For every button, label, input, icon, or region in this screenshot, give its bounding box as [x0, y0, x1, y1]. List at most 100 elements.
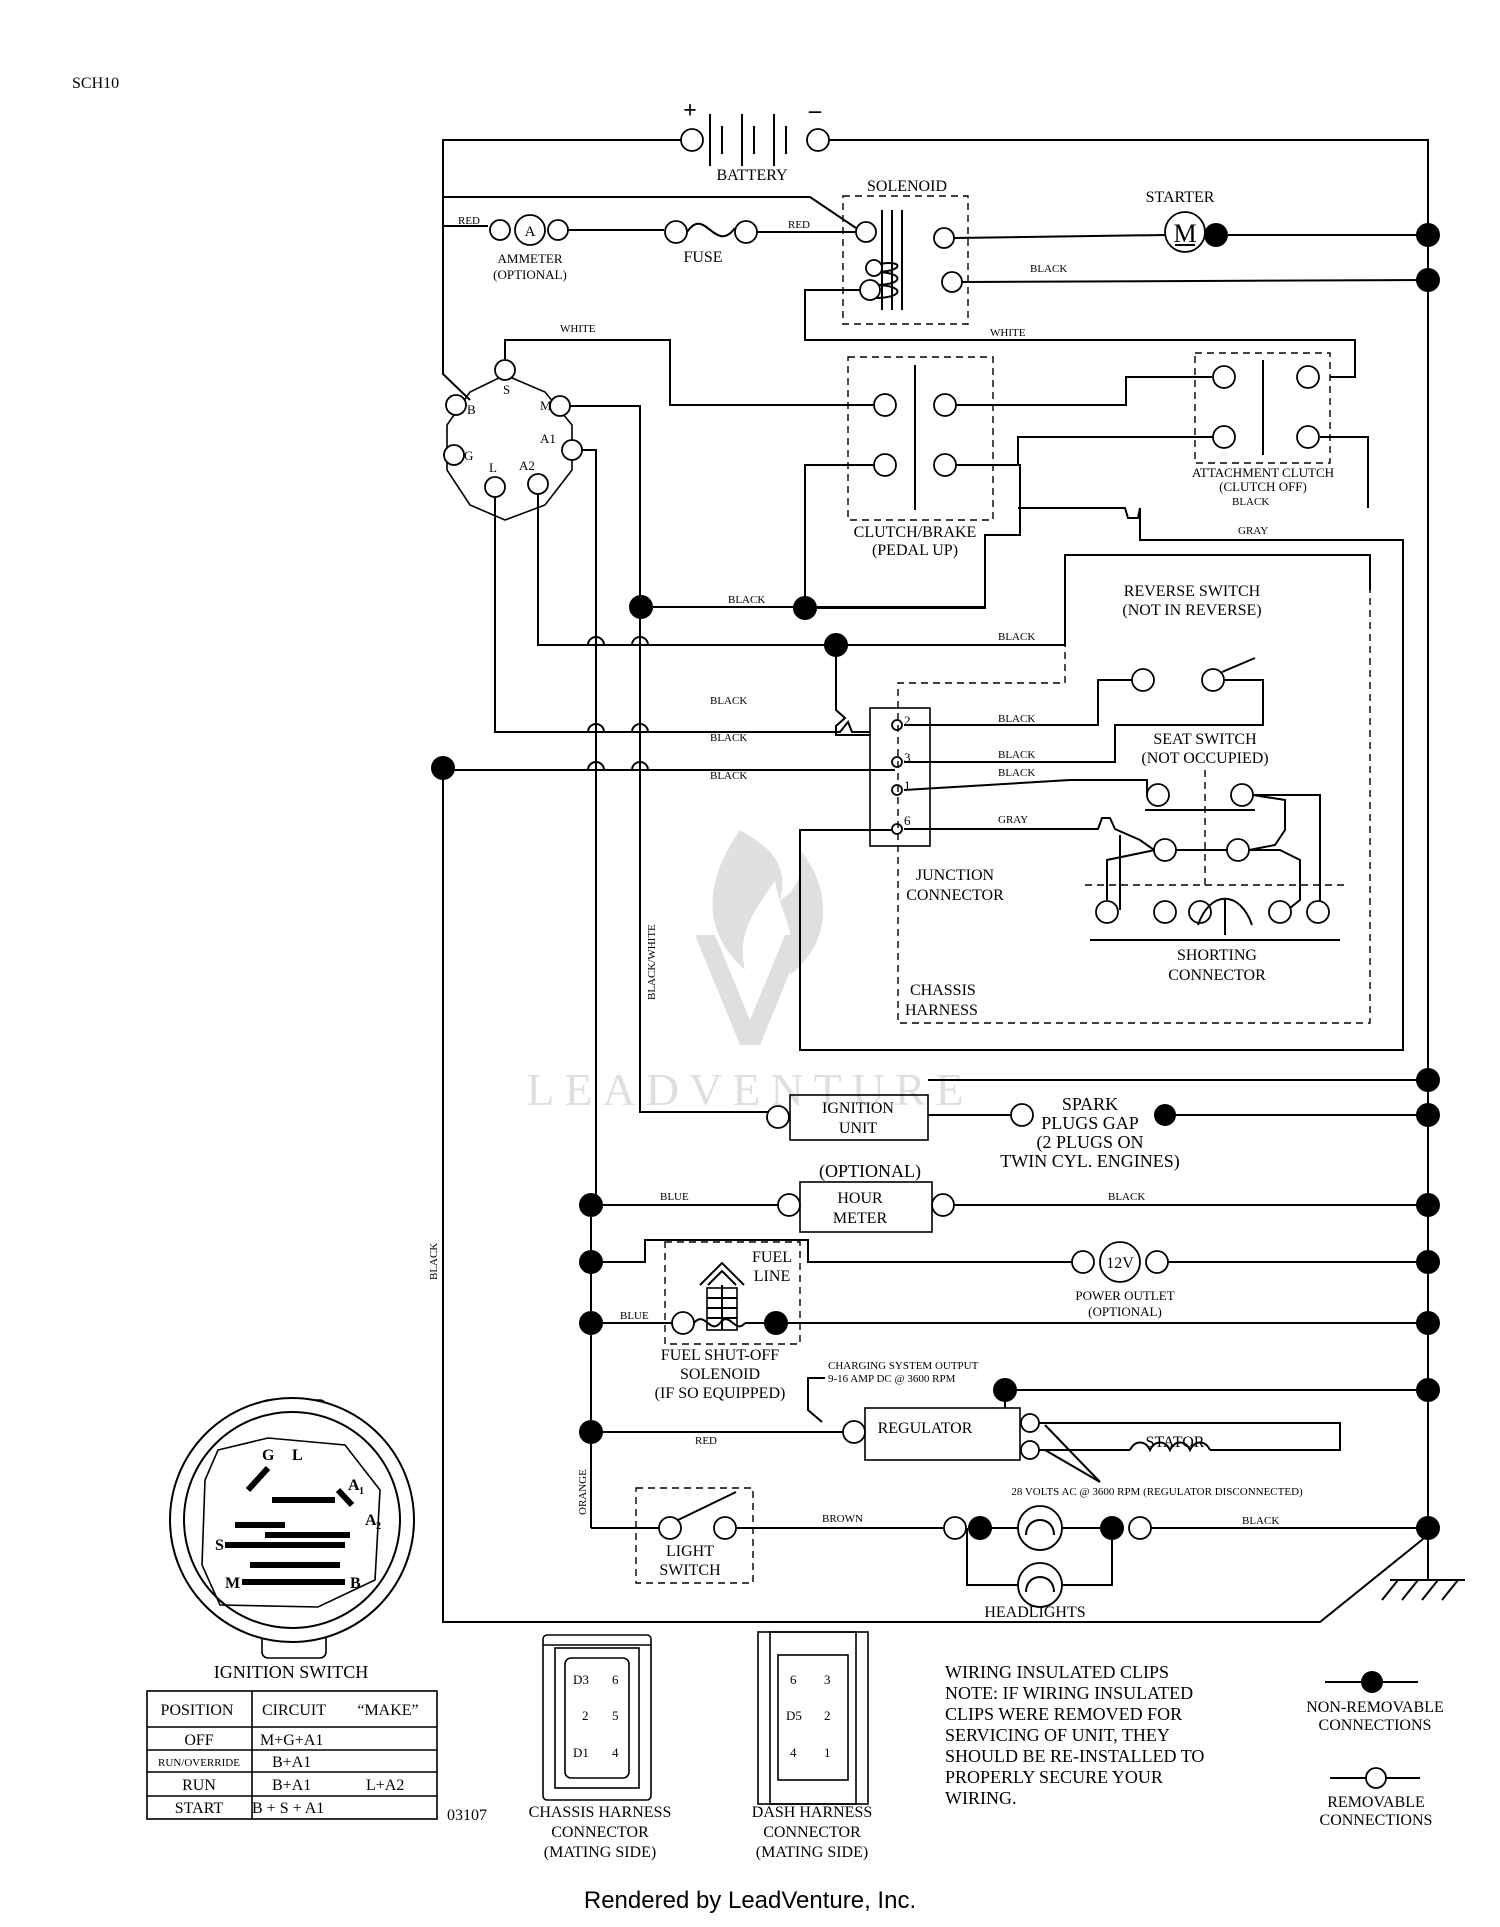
ammeter-icon: A: [525, 224, 536, 240]
wire-label-orange: ORANGE: [577, 1469, 589, 1515]
ignition-switch-face: G L A 1 A 2 S M B: [169, 1397, 415, 1659]
watermark: LEADVENTURE: [526, 830, 964, 1115]
clutch-brake-note: (PEDAL UP): [872, 542, 958, 559]
fuel-line-label-2: LINE: [754, 1268, 790, 1285]
junction-label-1: JUNCTION: [916, 867, 995, 884]
seat-switch: SEAT SWITCH (NOT OCCUPIED) BLACK GRAY: [903, 731, 1321, 913]
clutch-brake-label: CLUTCH/BRAKE: [854, 524, 977, 541]
headlight-lower-icon: [1017, 1562, 1063, 1608]
wire-label-white-sol: WHITE: [990, 327, 1026, 339]
wire-label-black-sol: BLACK: [1030, 263, 1067, 275]
dash-pin-4: 4: [790, 1745, 797, 1760]
flame-logo-icon: [712, 830, 824, 975]
junction-pin-1: 1: [904, 778, 911, 793]
chassis-connector-line-1: CHASSIS HARNESS: [529, 1804, 672, 1821]
face-letter-A2: A: [365, 1512, 377, 1529]
attachment-clutch-note: (CLUTCH OFF): [1219, 479, 1307, 494]
dash-pin-6: 6: [790, 1672, 797, 1687]
legend-non-removable-line-2: CONNECTIONS: [1319, 1717, 1432, 1734]
seat-switch-note: (NOT OCCUPIED): [1141, 750, 1268, 767]
terminal-A1: A1: [540, 431, 556, 446]
chassis-pin-d3: D3: [573, 1672, 589, 1687]
terminal-M: M: [540, 398, 552, 413]
legend-removable-icon: [1365, 1767, 1387, 1789]
terminal-G: G: [464, 448, 473, 463]
table-cell: RUN: [182, 1777, 216, 1794]
attachment-clutch-label: ATTACHMENT CLUTCH: [1192, 465, 1334, 480]
footer-credit: Rendered by LeadVenture, Inc.: [583, 1887, 917, 1914]
junction-pin-2: 2: [904, 713, 911, 728]
face-letter-A2-sub: 2: [376, 1521, 381, 1532]
shorting-connector: SHORTING CONNECTOR: [1085, 849, 1345, 984]
wire-label-black-rev: BLACK: [998, 713, 1035, 725]
table-cell: L+A2: [366, 1777, 404, 1794]
dash-pin-3: 3: [824, 1672, 831, 1687]
ammeter-label: AMMETER: [498, 251, 563, 266]
spark-plugs-line-2: PLUGS GAP: [1041, 1113, 1139, 1133]
wire-label-gray-att: GRAY: [1238, 525, 1268, 537]
battery: + – BATTERY: [680, 98, 830, 184]
junction-connector: 2 3 1 6 JUNCTION CONNECTOR: [869, 707, 1004, 904]
chassis-pin-6: 6: [612, 1672, 619, 1687]
table-header-make: “MAKE”: [357, 1702, 418, 1719]
chassis-harness: CHASSIS HARNESS: [897, 554, 1371, 1024]
wire-label-black-bus5: BLACK: [710, 770, 747, 782]
wire-label-black-hm: BLACK: [1108, 1191, 1145, 1203]
legend-non-removable-icon: [1361, 1671, 1383, 1693]
shorting-connector-label-1: SHORTING: [1177, 947, 1257, 964]
wire-label-black-bus4: BLACK: [710, 732, 747, 744]
clips-note-line: SERVICING OF UNIT, THEY: [945, 1725, 1170, 1745]
table-header-circuit: CIRCUIT: [262, 1702, 326, 1719]
power-outlet-label: POWER OUTLET: [1075, 1288, 1174, 1303]
wire-label-black-bus2: BLACK: [998, 631, 1035, 643]
wire-label-black-rev2: BLACK: [998, 749, 1035, 761]
ammeter-note: (OPTIONAL): [493, 267, 567, 282]
attachment-clutch-switch: ATTACHMENT CLUTCH (CLUTCH OFF) BLACK GRA…: [799, 352, 1404, 1051]
dash-harness-connector: 6 3 D5 2 4 1 DASH HARNESS CONNECTOR (MAT…: [752, 1631, 872, 1861]
chassis-harness-label-1: CHASSIS: [910, 982, 976, 999]
face-letter-A1-sub: 1: [359, 1486, 364, 1497]
hour-meter: (OPTIONAL) BLUE HOUR METER BLACK: [579, 1161, 1440, 1233]
wire-label-black-main: BLACK: [428, 1243, 440, 1280]
chassis-pin-2: 2: [582, 1708, 589, 1723]
stator-note: 28 VOLTS AC @ 3600 RPM (REGULATOR DISCON…: [1011, 1486, 1303, 1498]
chassis-pin-5: 5: [612, 1708, 619, 1723]
wire-label-black-bus3: BLACK: [710, 695, 747, 707]
terminal-S: S: [503, 382, 510, 397]
fuel-solenoid-line-1: FUEL SHUT-OFF: [661, 1347, 780, 1364]
table-cell: B+A1: [272, 1777, 311, 1794]
charging-line-1: CHARGING SYSTEM OUTPUT: [828, 1360, 979, 1372]
light-switch-label-2: SWITCH: [659, 1562, 721, 1579]
battery-label: BATTERY: [716, 167, 788, 184]
light-switch-label-1: LIGHT: [666, 1543, 714, 1560]
terminal-B: B: [467, 402, 476, 417]
spark-plugs-line-4: TWIN CYL. ENGINES): [1000, 1151, 1179, 1172]
hour-meter-label-2: METER: [833, 1210, 888, 1227]
headlight-upper-icon: [1017, 1505, 1063, 1551]
dash-connector-line-2: CONNECTOR: [763, 1824, 861, 1841]
wire-label-black-bus1: BLACK: [728, 594, 765, 606]
wire-label-black-white: BLACK/WHITE: [646, 924, 658, 1000]
wire-label-red-2: RED: [788, 219, 810, 231]
chassis-pin-d1: D1: [573, 1745, 589, 1760]
fuel-and-outlet: FUEL LINE 12V POWER OUTLET (OPTIONAL) BL…: [579, 1239, 1440, 1402]
face-letter-L: L: [292, 1447, 303, 1464]
ignition-switch-terminals: S B G L A2 A1 M: [443, 359, 583, 521]
clips-note-line: SHOULD BE RE-INSTALLED TO: [945, 1746, 1204, 1766]
wire-label-black-seat: BLACK: [998, 767, 1035, 779]
face-letter-A1: A: [348, 1477, 360, 1494]
wire-label-white-s: WHITE: [560, 323, 596, 335]
clips-note-line: PROPERLY SECURE YOUR: [945, 1767, 1163, 1787]
table-cell: B+A1: [272, 1754, 311, 1771]
dash-pin-1: 1: [824, 1745, 831, 1760]
v-logo-icon: [695, 935, 805, 1045]
ignition-switch-table: POSITION CIRCUIT “MAKE” OFF M+G+A1 RUN/O…: [146, 1690, 438, 1820]
hour-meter-note: (OPTIONAL): [819, 1161, 921, 1182]
legend-removable-line-2: CONNECTIONS: [1320, 1812, 1433, 1829]
junction-pin-6: 6: [904, 813, 911, 828]
fuel-solenoid-line-2: SOLENOID: [680, 1366, 760, 1383]
lights: ORANGE LIGHT SWITCH BROWN BLACK HEADLIGH…: [577, 1205, 1440, 1621]
dash-connector-line-3: (MATING SIDE): [756, 1844, 868, 1861]
chassis-connector-line-2: CONNECTOR: [551, 1824, 649, 1841]
